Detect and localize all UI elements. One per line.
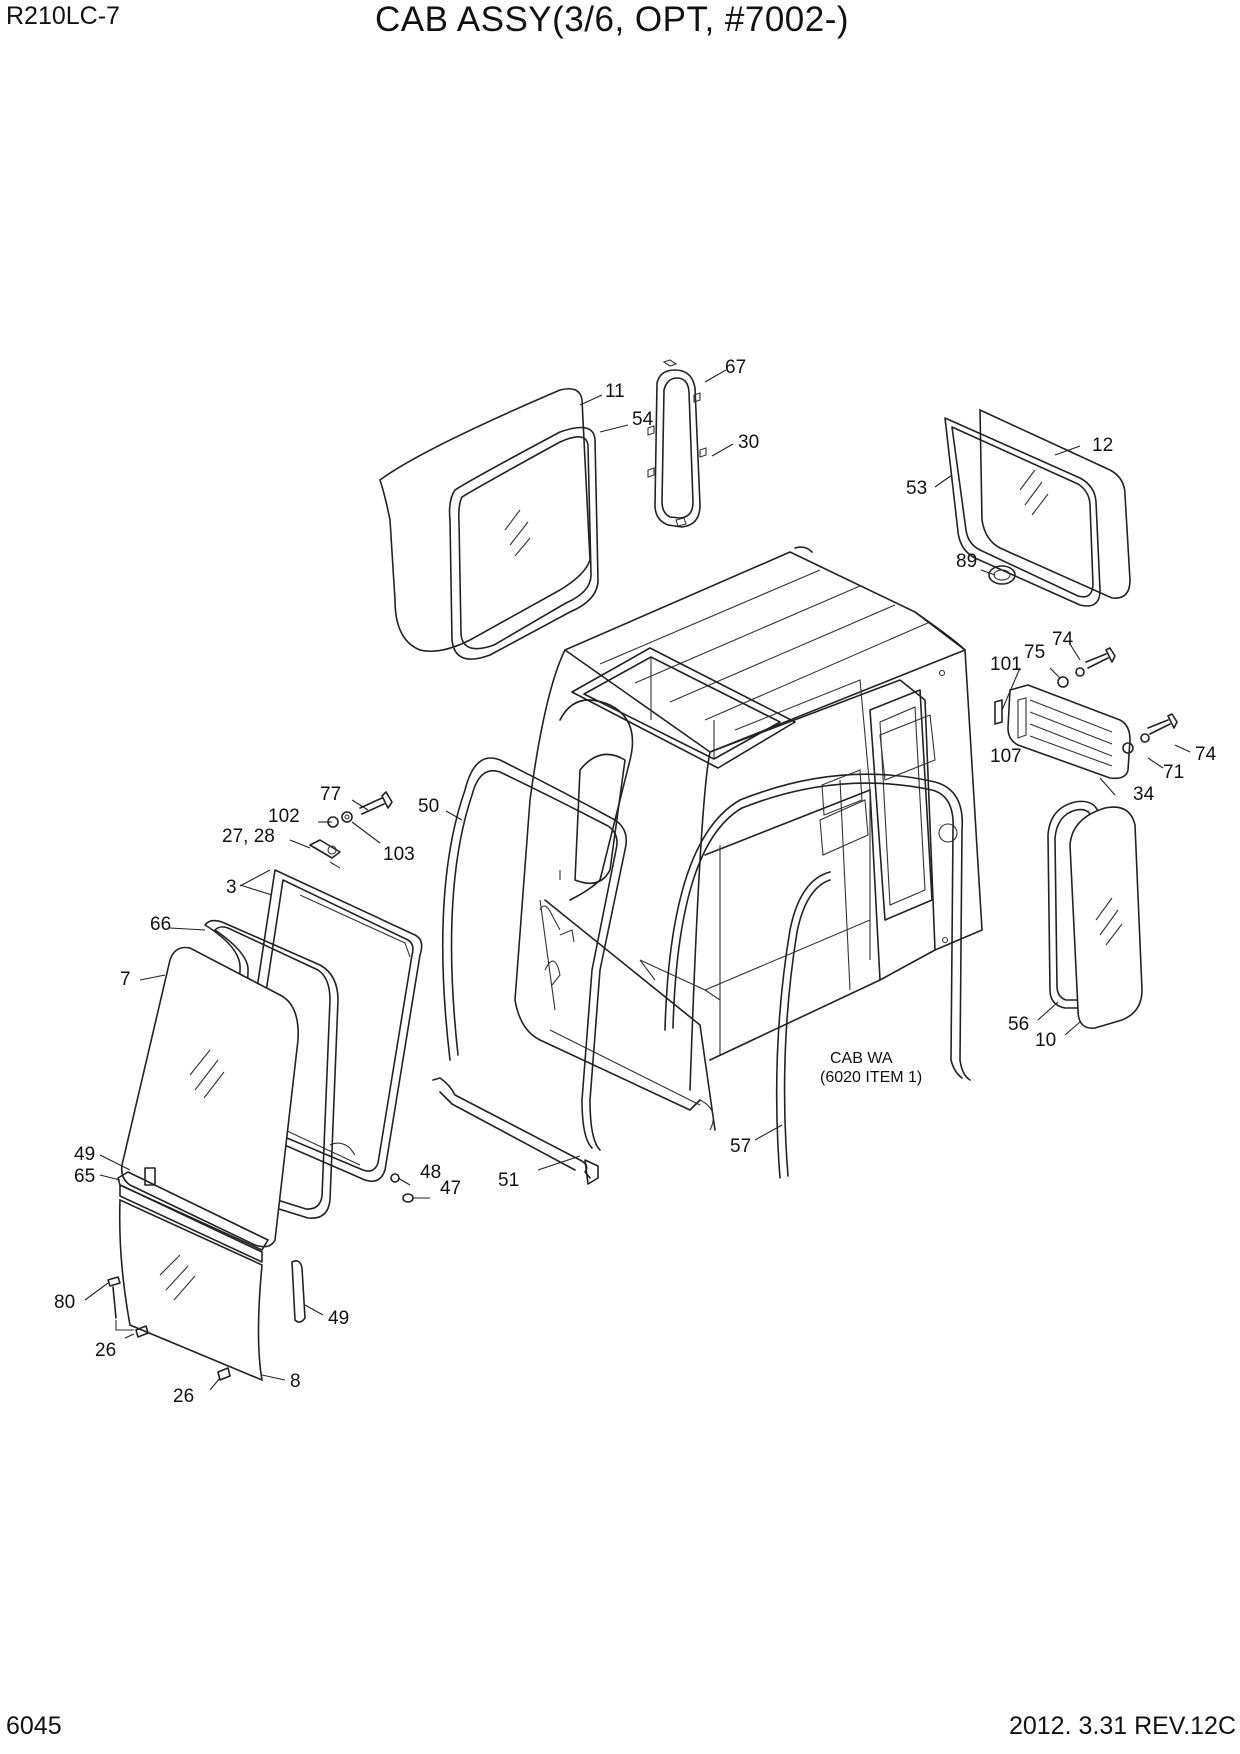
seal-67-clips-30: [647, 359, 707, 528]
callout-30: 30: [738, 432, 759, 453]
callout-75: 75: [1024, 642, 1045, 663]
callout-51: 51: [498, 1170, 519, 1191]
callout-53: 53: [906, 478, 927, 499]
callout-7: 7: [120, 969, 131, 990]
callout-74b: 74: [1195, 744, 1217, 765]
callout-54: 54: [632, 409, 654, 430]
page-title: CAB ASSY(3/6, OPT, #7002-): [375, 0, 850, 39]
callout-49b: 49: [328, 1308, 349, 1329]
callout-34: 34: [1133, 784, 1155, 805]
callout-56: 56: [1008, 1014, 1029, 1035]
callout-8: 8: [290, 1371, 301, 1392]
callout-77: 77: [320, 784, 341, 805]
callout-57: 57: [730, 1136, 751, 1157]
callout-11: 11: [605, 381, 625, 402]
callout-26b: 26: [173, 1386, 194, 1407]
window-11-seal-54: [379, 387, 599, 660]
callout-12: 12: [1092, 435, 1113, 456]
callout-80: 80: [54, 1292, 75, 1313]
callout-10: 10: [1035, 1030, 1056, 1051]
lower-door-glass: [107, 1167, 306, 1382]
callout-71: 71: [1163, 762, 1184, 783]
callout-107: 107: [990, 746, 1022, 767]
callout-48: 48: [420, 1162, 441, 1183]
page-number: 6045: [6, 1712, 62, 1740]
callout-101: 101: [990, 654, 1022, 675]
callout-26a: 26: [95, 1340, 116, 1361]
revision-date: 2012. 3.31 REV.12C: [1008, 1712, 1236, 1740]
callout-66: 66: [150, 914, 171, 935]
callout-labels: 11 54 67 30 12 53 89 74 75 101 107 74 71…: [54, 357, 1217, 1407]
callout-65: 65: [74, 1166, 95, 1187]
callout-67: 67: [725, 357, 746, 378]
callout-27-28: 27, 28: [222, 826, 275, 847]
note-line-2: (6020 ITEM 1): [820, 1069, 922, 1086]
model-label: R210LC-7: [6, 2, 120, 30]
window-12-seal-53: [944, 408, 1131, 607]
callout-49a: 49: [74, 1144, 95, 1165]
cab-body: [514, 546, 983, 1131]
leader-lines: [84, 369, 1191, 1391]
seal-56-glass-10: [1047, 800, 1143, 1029]
vent-34-hardware: [994, 647, 1178, 780]
callout-3: 3: [226, 877, 237, 898]
door-seals-50-57-51: [432, 757, 971, 1185]
callout-74a: 74: [1052, 629, 1074, 650]
reference-note: CAB WA (6020 ITEM 1): [820, 1050, 922, 1086]
note-line-1: CAB WA: [830, 1050, 893, 1067]
callout-103: 103: [383, 844, 415, 865]
callout-102: 102: [268, 806, 300, 827]
callout-47: 47: [440, 1178, 461, 1199]
door-assembly: [120, 839, 423, 1248]
callout-50: 50: [418, 796, 439, 817]
door-hardware: [327, 791, 414, 1203]
callout-89: 89: [956, 551, 977, 572]
